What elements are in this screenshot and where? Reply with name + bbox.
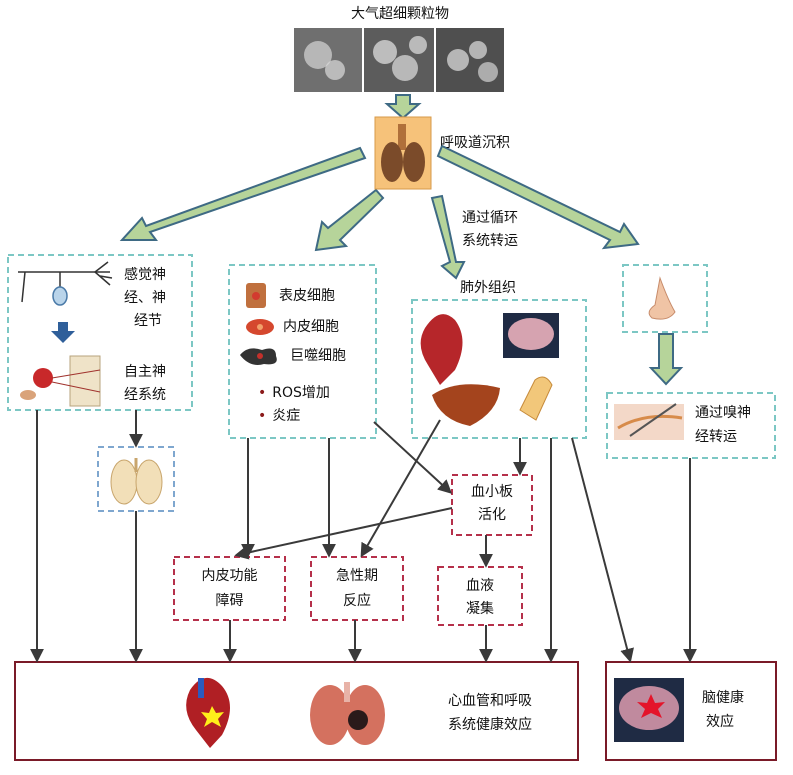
sensory-line2: 经、神 (124, 290, 166, 306)
endo-dysfunction-line1: 内皮功能 (201, 568, 258, 584)
nose-icon (648, 276, 676, 320)
circulation-line1: 通过循环 (462, 210, 518, 226)
liver-organ-icon (432, 384, 500, 426)
platelet-line2: 活化 (478, 507, 506, 523)
outcome-lung-icon (310, 682, 385, 745)
sensory-to-autonomic-arrow (51, 322, 75, 343)
bullet-ros: •ROS增加 (258, 385, 330, 401)
source-title: 大气超细颗粒物 (351, 6, 449, 22)
brain-line2: 效应 (706, 714, 734, 730)
heart-organ-icon (420, 314, 463, 385)
cells-box (228, 264, 377, 439)
endo-dysfunction-box (173, 556, 286, 621)
extrapulmonary-box (411, 299, 587, 439)
lungs-small-icon (110, 458, 163, 505)
epithelial-label: 表皮细胞 (279, 288, 335, 304)
bone-organ-icon (519, 376, 553, 421)
lungs-icon (374, 116, 432, 190)
cardio-resp-outcome-box (14, 661, 579, 761)
green-arrows (119, 94, 684, 386)
bullet-inflammation: •炎症 (258, 408, 301, 424)
arrow-down-to-nerve (648, 333, 684, 386)
arrow-to-sensory (119, 146, 367, 241)
outcome-brain-icon (614, 678, 684, 742)
autonomic-line2: 经系统 (124, 387, 166, 403)
arrow-to-olfactory (436, 144, 640, 250)
endothelial-label: 内皮细胞 (283, 319, 339, 335)
autonomic-line1: 自主神 (124, 364, 166, 380)
acute-phase-line2: 反应 (343, 593, 371, 609)
cardio-resp-line2: 系统健康效应 (448, 717, 532, 733)
coagulation-line1: 血液 (466, 578, 494, 594)
macrophage-label: 巨噬细胞 (290, 348, 346, 364)
nerve-icon (18, 261, 113, 306)
organ-icons (420, 313, 559, 426)
dashed-boxes (7, 254, 776, 626)
micrograph-3 (436, 28, 504, 92)
outcome-heart-icon (186, 677, 230, 748)
sensory-line1: 感觉神 (124, 267, 166, 283)
platelet-box (451, 474, 533, 536)
extrapulmonary-label: 肺外组织 (460, 280, 516, 296)
acute-phase-box (310, 556, 404, 621)
endo-dysfunction-line2: 障碍 (215, 593, 244, 609)
olfactory-line2: 经转运 (695, 429, 737, 445)
arrow-to-cells (314, 188, 385, 252)
coagulation-line2: 凝集 (466, 601, 494, 617)
flow-arrows (30, 410, 697, 663)
sensory-nerve-box (7, 254, 193, 411)
olfactory-nerve-icon (614, 403, 684, 440)
sensory-line3: 经节 (134, 313, 162, 329)
autonomic-icon (20, 355, 101, 407)
cardio-resp-line1: 心血管和呼吸 (448, 693, 532, 709)
circulation-line2: 系统转运 (462, 233, 518, 249)
olfactory-box (606, 392, 776, 459)
platelet-line1: 血小板 (471, 484, 513, 500)
nose-box (622, 264, 708, 333)
arrow-to-extrapulmonary (430, 194, 466, 280)
acute-phase-line1: 急性期 (336, 568, 378, 584)
arrow-down-to-deposition (384, 94, 422, 120)
deposition-label: 呼吸道沉积 (440, 135, 510, 151)
particle-micrographs (294, 28, 504, 92)
cell-icons (240, 283, 277, 365)
brain-line1: 脑健康 (702, 690, 744, 706)
olfactory-line1: 通过嗅神 (695, 405, 751, 421)
